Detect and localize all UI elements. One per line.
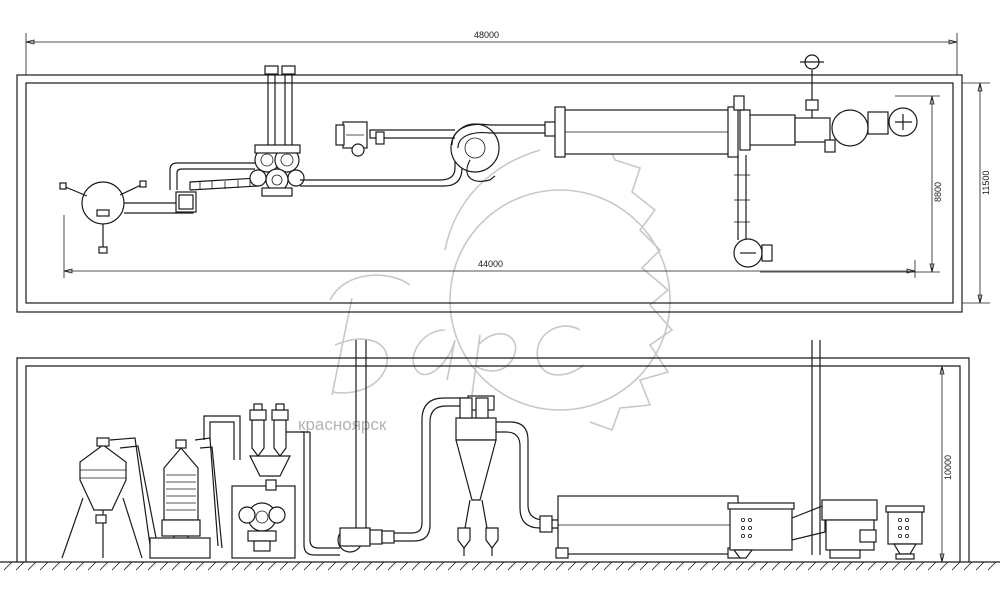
elevation-furnace	[727, 340, 878, 559]
dimension-44000: 44000	[63, 215, 916, 278]
elevation-exhaust-stack	[337, 340, 395, 553]
plan-duct-3	[733, 155, 773, 268]
elevation-cyclone	[455, 397, 499, 556]
elevation-hopper	[61, 437, 159, 559]
dimension-11500: 11500	[962, 82, 991, 304]
plan-screw-conveyor	[124, 162, 259, 214]
watermark-city: красноярск	[298, 415, 387, 434]
dimension-label-44000: 44000	[478, 259, 503, 269]
dimension-48000: 48000	[25, 30, 958, 75]
elevation-mill	[203, 403, 310, 559]
elevation-duct-dryer	[496, 421, 560, 533]
dimension-label-11500: 11500	[981, 171, 991, 195]
plan-drum-dryer	[554, 106, 739, 158]
watermark-gear-icon	[444, 136, 674, 432]
elevation-storage-column	[149, 437, 223, 559]
elevation-inner-frame	[25, 365, 961, 562]
elevation-outer-frame	[16, 357, 970, 562]
watermark-brand-logo: красноярск	[298, 274, 585, 434]
dimension-label-10000: 10000	[943, 455, 953, 480]
plan-furnace	[733, 54, 918, 153]
plan-view-inner-frame	[25, 82, 954, 304]
elevation-drum-dryer	[555, 495, 741, 559]
plan-mill	[249, 65, 305, 197]
ground-line	[0, 561, 1000, 571]
dimension-10000: 10000	[930, 365, 953, 563]
elevation-view: 10000	[0, 340, 1000, 571]
elevation-duct-low	[300, 431, 340, 556]
plan-view: 48000 11500 8800 44000	[16, 30, 991, 313]
dimension-label-48000: 48000	[474, 30, 499, 40]
elevation-burner	[885, 505, 925, 560]
plan-duct-2	[335, 121, 455, 157]
dimension-label-8800: 8800	[933, 182, 943, 202]
plan-view-outer-frame	[16, 74, 963, 313]
plan-duct-1	[300, 160, 463, 187]
plan-left-fan	[59, 180, 147, 254]
watermark: красноярск	[298, 136, 674, 434]
plan-cyclone	[450, 121, 558, 182]
